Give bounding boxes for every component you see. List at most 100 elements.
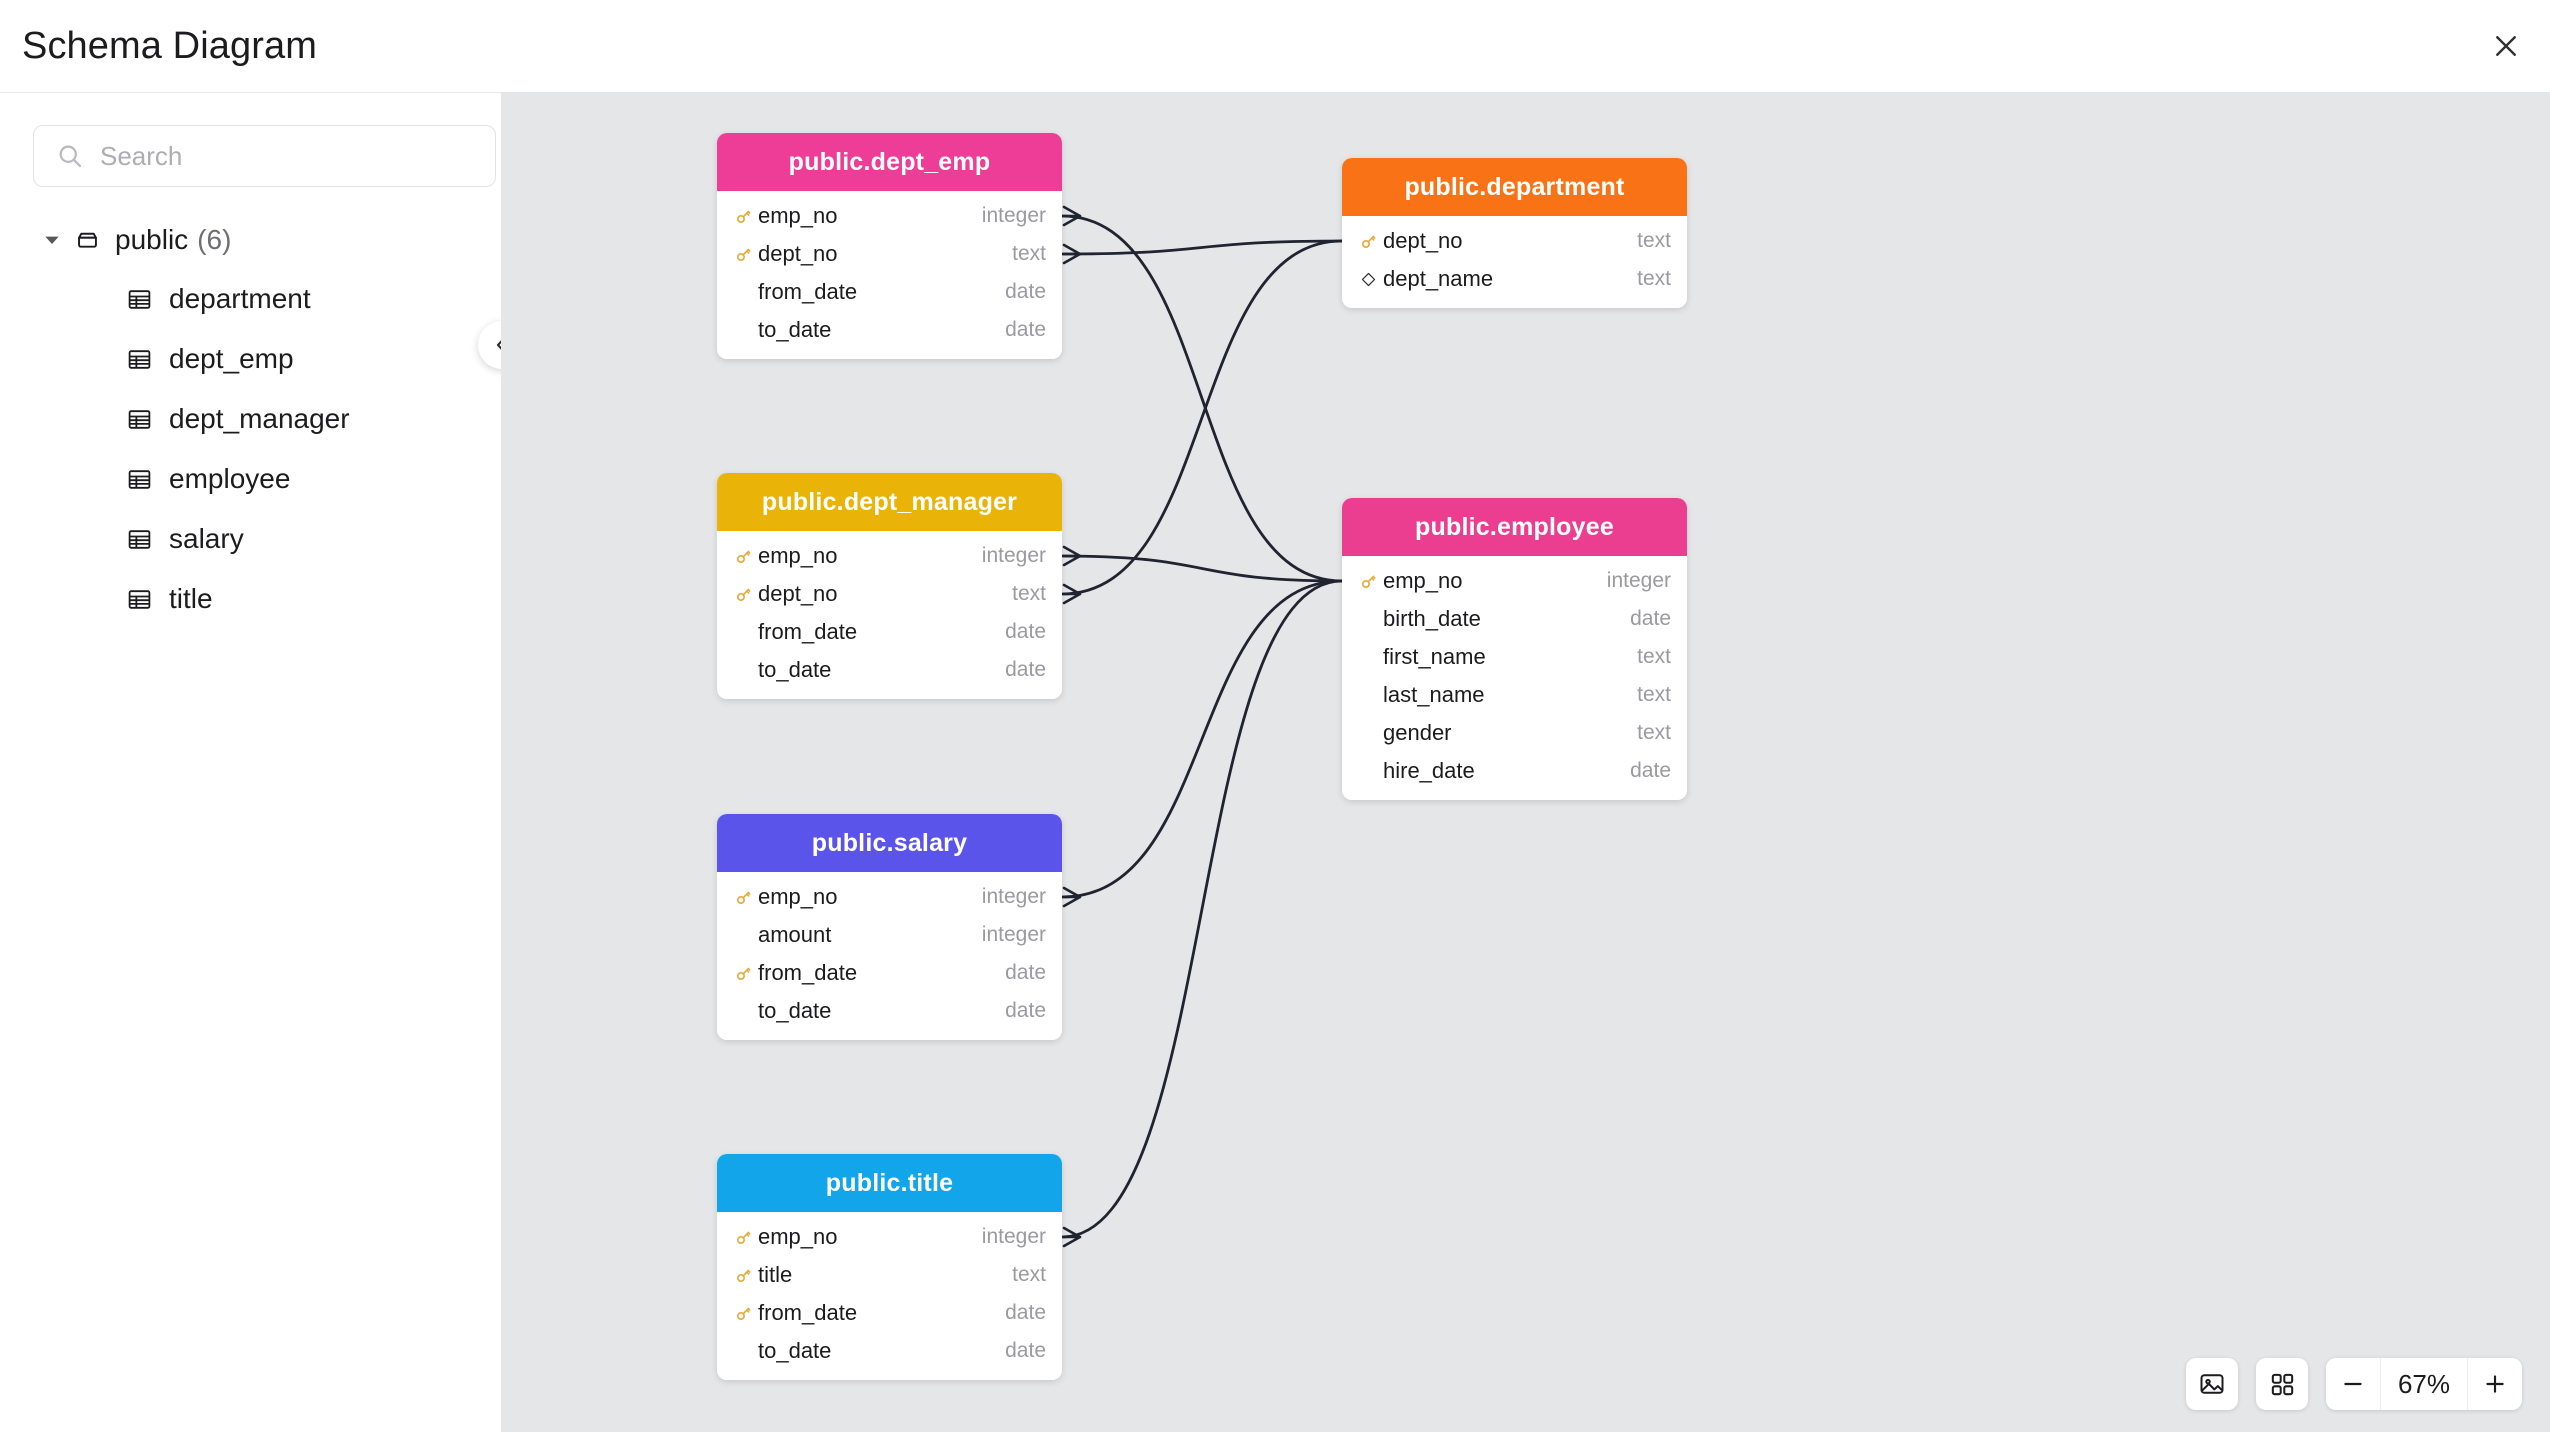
table-card-header[interactable]: public.dept_manager — [717, 473, 1062, 531]
table-column-row[interactable]: first_name text — [1342, 638, 1687, 676]
table-column-row[interactable]: amount integer — [717, 916, 1062, 954]
image-icon[interactable] — [2186, 1358, 2238, 1410]
column-diamond-icon — [1353, 271, 1383, 288]
column-name: first_name — [1383, 644, 1486, 669]
database-schema-icon — [74, 227, 101, 254]
tree-schema-public[interactable]: public (6) — [0, 211, 501, 269]
column-type: text — [1637, 267, 1671, 290]
sidebar-item-label: department — [169, 283, 311, 314]
table-card-header[interactable]: public.department — [1342, 158, 1687, 216]
table-card-dept_emp[interactable]: public.dept_emp emp_no integer — [717, 133, 1062, 359]
table-card-salary[interactable]: public.salary emp_no integer amount inte… — [717, 814, 1062, 1040]
crowfoot-marker-icon — [1062, 583, 1082, 605]
primary-key-icon — [728, 245, 758, 264]
table-column-row[interactable]: dept_no text — [717, 235, 1062, 273]
relationship-edge — [1061, 239, 1343, 256]
sidebar-item-salary[interactable]: salary — [0, 509, 501, 569]
relationship-edge — [1061, 579, 1343, 1239]
column-name: gender — [1383, 720, 1452, 745]
sidebar-item-employee[interactable]: employee — [0, 449, 501, 509]
schema-tree: public (6) department — [0, 211, 501, 629]
table-card-employee[interactable]: public.employee emp_no integer birth_dat… — [1342, 498, 1687, 800]
column-type: text — [1012, 242, 1046, 265]
table-column-row[interactable]: emp_no integer — [1342, 562, 1687, 600]
table-card-header[interactable]: public.title — [717, 1154, 1062, 1212]
table-card-title: public.dept_manager — [761, 487, 1018, 516]
column-type: integer — [981, 923, 1046, 946]
column-name: dept_no — [758, 241, 838, 266]
column-name: from_date — [758, 619, 858, 644]
table-column-row[interactable]: from_date date — [717, 954, 1062, 992]
table-column-row[interactable]: gender text — [1342, 714, 1687, 752]
sidebar-collapse-button[interactable] — [478, 321, 501, 369]
table-column-row[interactable]: hire_date date — [1342, 752, 1687, 790]
column-name: emp_no — [758, 1224, 838, 1249]
column-name: from_date — [758, 279, 858, 304]
sidebar-item-dept_emp[interactable]: dept_emp — [0, 329, 501, 389]
table-column-row[interactable]: to_date date — [717, 992, 1062, 1030]
search-input[interactable] — [100, 140, 460, 172]
column-type: text — [1637, 645, 1671, 668]
crowfoot-marker-icon — [1062, 545, 1082, 567]
zoom-level-label[interactable]: 67% — [2380, 1358, 2468, 1410]
table-column-row[interactable]: from_date date — [717, 613, 1062, 651]
table-card-department[interactable]: public.department dept_no text dept_name — [1342, 158, 1687, 308]
column-type: integer — [981, 1225, 1046, 1248]
table-column-row[interactable]: emp_no integer — [717, 878, 1062, 916]
column-name: dept_no — [758, 581, 838, 606]
column-name: emp_no — [758, 203, 838, 228]
table-column-row[interactable]: emp_no integer — [717, 197, 1062, 235]
table-card-body: emp_no integer title text — [717, 1212, 1062, 1380]
sidebar-item-department[interactable]: department — [0, 269, 501, 329]
table-column-row[interactable]: last_name text — [1342, 676, 1687, 714]
table-card-header[interactable]: public.employee — [1342, 498, 1687, 556]
canvas-toolbar: 67% — [2186, 1358, 2522, 1410]
table-card-title: public.salary — [811, 828, 968, 857]
table-icon — [126, 406, 153, 433]
table-column-row[interactable]: from_date date — [717, 1294, 1062, 1332]
search-box[interactable] — [33, 125, 496, 187]
table-icon — [126, 346, 153, 373]
diagram-canvas[interactable]: public.dept_emp emp_no integer — [502, 92, 2550, 1432]
table-card-dept_manager[interactable]: public.dept_manager emp_no integer — [717, 473, 1062, 699]
table-card-title[interactable]: public.title emp_no integer — [717, 1154, 1062, 1380]
column-type: date — [1005, 620, 1046, 643]
table-card-header[interactable]: public.dept_emp — [717, 133, 1062, 191]
column-name: last_name — [1383, 682, 1485, 707]
sidebar-item-label: title — [169, 583, 213, 614]
table-column-row[interactable]: dept_name text — [1342, 260, 1687, 298]
table-column-row[interactable]: from_date date — [717, 273, 1062, 311]
relationship-edge — [1061, 214, 1343, 583]
table-column-row[interactable]: to_date date — [717, 1332, 1062, 1370]
table-card-header[interactable]: public.salary — [717, 814, 1062, 872]
table-column-row[interactable]: dept_no text — [717, 575, 1062, 613]
table-icon — [126, 466, 153, 493]
column-name: amount — [758, 922, 832, 947]
table-column-row[interactable]: emp_no integer — [717, 1218, 1062, 1256]
table-column-row[interactable]: dept_no text — [1342, 222, 1687, 260]
table-column-row[interactable]: to_date date — [717, 651, 1062, 689]
sidebar: public (6) department — [0, 92, 502, 1432]
grid-layout-icon[interactable] — [2256, 1358, 2308, 1410]
column-type: text — [1637, 683, 1671, 706]
sidebar-item-dept_manager[interactable]: dept_manager — [0, 389, 501, 449]
minus-icon[interactable] — [2326, 1358, 2380, 1410]
column-type: date — [1005, 999, 1046, 1022]
table-column-row[interactable]: birth_date date — [1342, 600, 1687, 638]
column-name: birth_date — [1383, 606, 1481, 631]
table-column-row[interactable]: to_date date — [717, 311, 1062, 349]
chevron-down-icon[interactable] — [44, 232, 66, 248]
table-card-title: public.employee — [1415, 512, 1614, 541]
column-name: emp_no — [1383, 568, 1463, 593]
relationship-edge — [1061, 579, 1343, 899]
table-column-row[interactable]: emp_no integer — [717, 537, 1062, 575]
sidebar-item-title[interactable]: title — [0, 569, 501, 629]
table-column-row[interactable]: title text — [717, 1256, 1062, 1294]
column-name: dept_no — [1383, 228, 1463, 253]
close-icon[interactable] — [2482, 22, 2530, 70]
plus-icon[interactable] — [2468, 1358, 2522, 1410]
search-icon — [56, 142, 84, 170]
column-type: integer — [981, 204, 1046, 227]
sidebar-item-label: dept_manager — [169, 403, 350, 434]
